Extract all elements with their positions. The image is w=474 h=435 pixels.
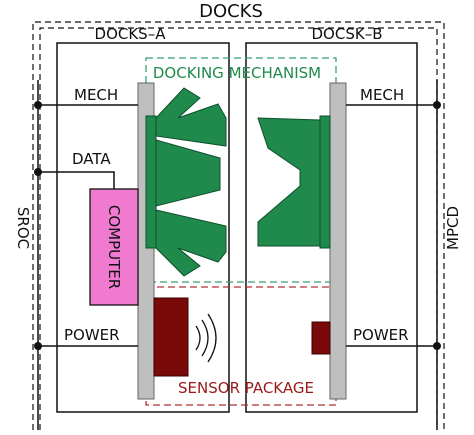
dock-b-mech-base [319, 115, 331, 249]
dock-a-mechanism [145, 87, 227, 277]
signal-arc-3 [207, 313, 217, 363]
dock-b-box [245, 42, 418, 413]
right-mech-label: MECH [360, 86, 404, 104]
mpcd-label: MPCD [444, 206, 462, 250]
computer-box [89, 188, 139, 306]
data-node [34, 168, 42, 176]
sensor-package-label: SENSOR PACKAGE [178, 379, 314, 397]
left-mech-node [34, 101, 42, 109]
diagram-title: DOCKS [199, 1, 263, 22]
docking-mechanism-label: DOCKING MECHANISM [153, 64, 321, 82]
dock-b-mechanism [257, 115, 331, 249]
dock-b-label: DOCSK–B [312, 25, 383, 43]
sroc-label: SROC [14, 207, 32, 249]
dock-b-plate [329, 82, 347, 400]
dock-a-label: DOCKS–A [95, 25, 167, 43]
dock-a-upper-arm [155, 87, 227, 147]
data-line [38, 171, 115, 189]
signal-arc-2 [201, 319, 209, 357]
sensor-target [311, 321, 331, 355]
dock-a-mech-base [145, 115, 157, 249]
signal-waves-icon [195, 313, 217, 363]
sensor-emitter [153, 297, 189, 377]
left-power-label: POWER [64, 326, 120, 344]
dock-a-box [56, 42, 230, 413]
dock-b-docking-body [257, 117, 321, 247]
right-power-node [433, 342, 441, 350]
computer-label: COMPUTER [105, 205, 123, 289]
right-power-label: POWER [353, 326, 409, 344]
docks-boundary [32, 21, 445, 430]
dock-a-middle-wedge [155, 139, 221, 207]
dock-a-lower-arm [155, 209, 227, 277]
left-power-node [34, 342, 42, 350]
data-label: DATA [72, 150, 111, 168]
right-mech-node [433, 101, 441, 109]
signal-arc-1 [195, 325, 201, 351]
left-mech-label: MECH [74, 86, 118, 104]
